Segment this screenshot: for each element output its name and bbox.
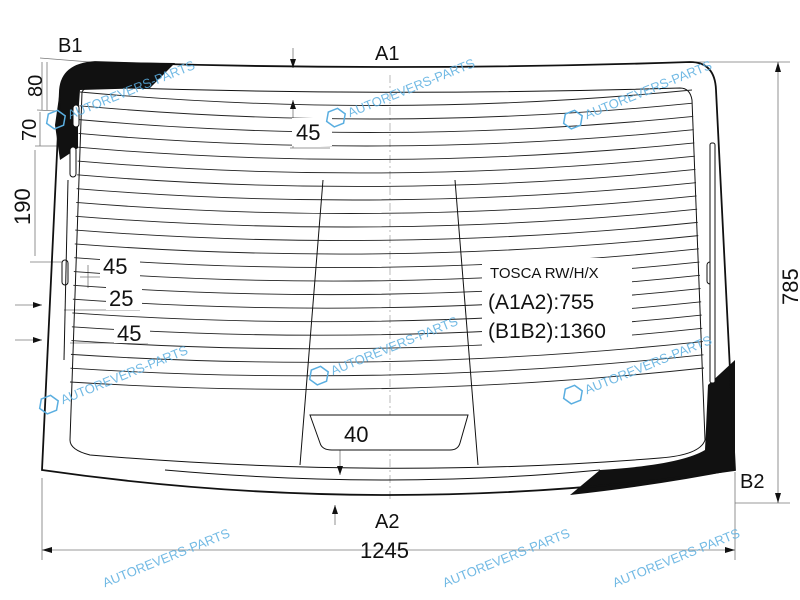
logo-hexagon-icon [325, 107, 347, 128]
label-backgrounds [100, 118, 632, 446]
dim-left-gap-2: 25 [109, 286, 133, 311]
model-label: TOSCA RW/H/X [490, 265, 599, 282]
mount-clips [61, 104, 716, 384]
dim-side-band: 190 [10, 188, 35, 225]
logo-hexagon-icon [562, 109, 584, 130]
dim-left-gap-3: 45 [117, 321, 141, 346]
watermark-text: AUTOREVERS-PARTS [345, 55, 477, 120]
heater-line [78, 142, 695, 160]
dim-height: 785 [778, 268, 800, 305]
heater-line [79, 89, 693, 106]
heater-line [79, 116, 694, 133]
heater-line [79, 102, 693, 120]
logo-hexagon-icon [308, 365, 330, 386]
watermark-text: AUTOREVERS-PARTS [58, 342, 190, 407]
point-b2: B2 [740, 471, 764, 493]
heater-line [78, 129, 694, 147]
heater-line [70, 354, 704, 377]
b1b2-label: (B1B2):1360 [488, 320, 606, 343]
point-a1: A1 [375, 43, 399, 65]
heater-lines [69, 89, 705, 390]
dim-left-gap-1: 45 [103, 254, 127, 279]
dim-top-gap: 45 [296, 120, 320, 145]
heater-line [74, 235, 699, 255]
inner-border [69, 86, 706, 469]
heater-line [77, 155, 695, 174]
logo-hexagon-icon [45, 109, 67, 130]
frit-bottom-right [570, 360, 735, 495]
heater-line [76, 195, 697, 214]
dimension-arrows [33, 59, 781, 553]
a1a2-label: (A1A2):755 [488, 291, 594, 314]
frit-top-left [55, 62, 175, 160]
heater-line [77, 168, 696, 187]
watermark-text: AUTOREVERS-PARTS [328, 313, 460, 378]
heater-line [75, 221, 698, 241]
watermark-text: AUTOREVERS-PARTS [100, 525, 232, 590]
point-a2: A2 [375, 511, 399, 533]
heater-line [70, 341, 703, 363]
watermark-text: AUTOREVERS-PARTS [610, 525, 742, 590]
heater-line [74, 248, 699, 269]
point-b1: B1 [58, 35, 82, 57]
heater-line [76, 182, 697, 201]
logo-hexagon-icon [38, 394, 60, 415]
dim-bottom-gap: 40 [344, 422, 368, 447]
dim-top-band: 80 [25, 75, 47, 97]
logo-hexagon-icon [562, 384, 584, 405]
bottom-inner-line [164, 469, 601, 481]
dim-second-band: 70 [19, 119, 41, 141]
glass-outline [41, 61, 736, 496]
dim-width: 1245 [360, 538, 409, 563]
heater-line [75, 208, 698, 228]
heater-line [69, 367, 705, 390]
watermark-text: AUTOREVERS-PARTS [440, 525, 572, 590]
